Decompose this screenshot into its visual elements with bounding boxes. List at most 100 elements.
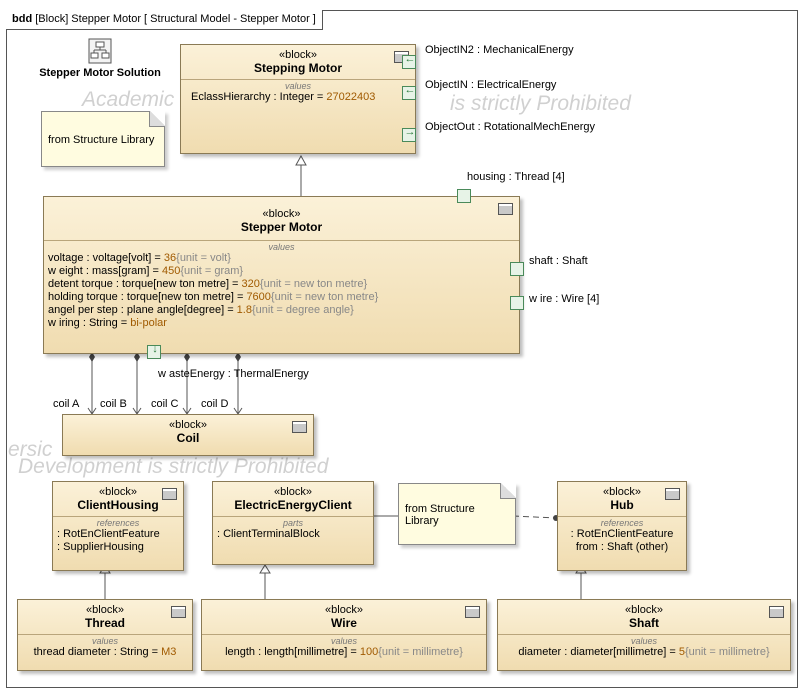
package-stepper-motor-solution[interactable]: Stepper Motor Solution	[20, 38, 180, 79]
reference-row: : SupplierHousing	[57, 541, 144, 553]
arrow-left-icon: ←	[404, 53, 416, 65]
value-row: detent torque : torque[new ton metre] = …	[48, 278, 368, 290]
block-name: Shaft	[629, 616, 659, 630]
part-row: : ClientTerminalBlock	[217, 528, 320, 540]
diagram-title: [Block] Stepper Motor [ Structural Model…	[35, 13, 316, 25]
block-name: Coil	[176, 431, 200, 445]
port-label: w asteEnergy : ThermalEnergy	[158, 368, 309, 380]
port-label: ObjectIN2 : MechanicalEnergy	[425, 44, 574, 56]
value-rows: voltage : voltage[volt] = 36{unit = volt…	[44, 252, 519, 330]
composition-diamond	[235, 352, 241, 362]
note-text: from Structure Library	[48, 134, 155, 146]
block-icon	[665, 488, 680, 500]
reference-row: : RotEnClientFeature	[570, 528, 674, 540]
reference-row: : RotEnClientFeature	[57, 528, 160, 540]
block-icon	[769, 606, 784, 618]
block-shaft[interactable]: «block» Shaft values diameter : diameter…	[497, 599, 791, 671]
block-icon	[465, 606, 480, 618]
value-row: w eight : mass[gram] = 450{unit = gram}	[48, 265, 244, 277]
port-objectin[interactable]: ←	[402, 84, 416, 100]
block-icon	[162, 488, 177, 500]
value-row: w iring : String = bi-polar	[48, 317, 167, 329]
block-stereotype: «block»	[325, 604, 363, 616]
note-from-structure-library[interactable]: from Structure Library	[41, 111, 165, 167]
block-stepping-motor[interactable]: «block» Stepping Motor values EclassHier…	[180, 44, 416, 154]
block-clienthousing[interactable]: «block» ClientHousing references : RotEn…	[52, 481, 184, 571]
value-row: thread diameter : String = M3	[33, 646, 177, 658]
compartment-label: values	[630, 636, 657, 646]
compartment-label: values	[330, 636, 357, 646]
anchor-line	[512, 515, 557, 519]
block-electricenergyclient[interactable]: «block» ElectricEnergyClient parts : Cli…	[212, 481, 374, 565]
compartment-label: parts	[282, 518, 303, 528]
block-stereotype: «block»	[279, 49, 317, 61]
block-name: Hub	[610, 498, 634, 512]
block-wire[interactable]: «block» Wire values length : length[mill…	[201, 599, 487, 671]
value-row: angel per step : plane angle[degree] = 1…	[48, 304, 354, 316]
watermark-text: Development is strictly Prohibited	[18, 455, 329, 478]
compartment-label: references	[600, 518, 644, 528]
block-coil[interactable]: «block» Coil	[62, 414, 314, 456]
block-name: Wire	[331, 616, 357, 630]
role-label: coil A	[53, 398, 80, 410]
port-wire[interactable]	[510, 296, 524, 310]
reference-row: from : Shaft (other)	[575, 541, 669, 553]
block-stereotype: «block»	[603, 486, 641, 498]
block-stepper-motor[interactable]: «block» Stepper Motor values voltage : v…	[43, 196, 520, 354]
diagram-frame-tab: bdd [Block] Stepper Motor [ Structural M…	[6, 10, 323, 30]
port-objectout[interactable]: →	[402, 126, 416, 142]
watermark-text: is strictly Prohibited	[450, 92, 631, 115]
compartment-label: values	[268, 242, 295, 252]
arrow-left-icon: ←	[404, 84, 416, 96]
block-thread[interactable]: «block» Thread values thread diameter : …	[17, 599, 193, 671]
port-label: ObjectOut : RotationalMechEnergy	[425, 121, 595, 133]
generalization-arrowhead	[295, 154, 307, 166]
compartment-label: values	[284, 81, 311, 91]
block-name: ClientHousing	[77, 498, 159, 512]
port-objectin2[interactable]: ←	[402, 53, 416, 69]
value-row: diameter : diameter[millimetre] = 5{unit…	[518, 646, 770, 658]
block-icon	[498, 203, 513, 215]
compartment-label: references	[96, 518, 140, 528]
value-row: voltage : voltage[volt] = 36{unit = volt…	[48, 252, 231, 264]
arrow-right-icon: →	[404, 126, 416, 138]
composition-diamond	[89, 352, 95, 362]
watermark-text: Academic	[82, 88, 175, 111]
block-name: Stepper Motor	[240, 220, 323, 234]
port-label: shaft : Shaft	[529, 255, 588, 267]
value-row: holding torque : torque[new ton metre] =…	[48, 291, 379, 303]
generalization-arrowhead	[259, 564, 271, 574]
note-from-structure-library[interactable]: from Structure Library	[398, 483, 516, 545]
diagram-frame	[6, 10, 798, 688]
package-icon	[88, 38, 112, 64]
port-label: w ire : Wire [4]	[529, 293, 600, 305]
value-row: length : length[millimetre] = 100{unit =…	[225, 646, 463, 658]
block-name: Stepping Motor	[254, 61, 342, 75]
value-row: EclassHierarchy : Integer = 27022403	[191, 91, 376, 103]
block-icon	[292, 421, 307, 433]
port-label: housing : Thread [4]	[467, 171, 565, 183]
block-hub[interactable]: «block» Hub references : RotEnClientFeat…	[557, 481, 687, 571]
port-shaft[interactable]	[510, 262, 524, 276]
block-stereotype: «block»	[262, 208, 301, 220]
block-name: ElectricEnergyClient	[234, 498, 352, 512]
package-label: Stepper Motor Solution	[39, 67, 161, 79]
block-stereotype: «block»	[274, 486, 312, 498]
composition-diamond	[184, 352, 190, 362]
role-label: coil C	[151, 398, 179, 410]
arrow-down-icon: ↓	[152, 343, 158, 355]
diagram-kind: bdd	[12, 13, 33, 25]
watermark-text: ersic	[8, 438, 53, 461]
role-label: coil D	[201, 398, 229, 410]
compartment-label: values	[91, 636, 118, 646]
port-wasteenergy[interactable]: ↓	[147, 343, 161, 359]
block-name: Thread	[84, 616, 125, 630]
port-housing[interactable]	[457, 189, 471, 203]
block-stereotype: «block»	[86, 604, 124, 616]
block-stereotype: «block»	[625, 604, 663, 616]
role-label: coil B	[100, 398, 127, 410]
composition-diamond	[134, 352, 140, 362]
note-text: from Structure Library	[405, 503, 475, 527]
block-stereotype: «block»	[99, 486, 137, 498]
